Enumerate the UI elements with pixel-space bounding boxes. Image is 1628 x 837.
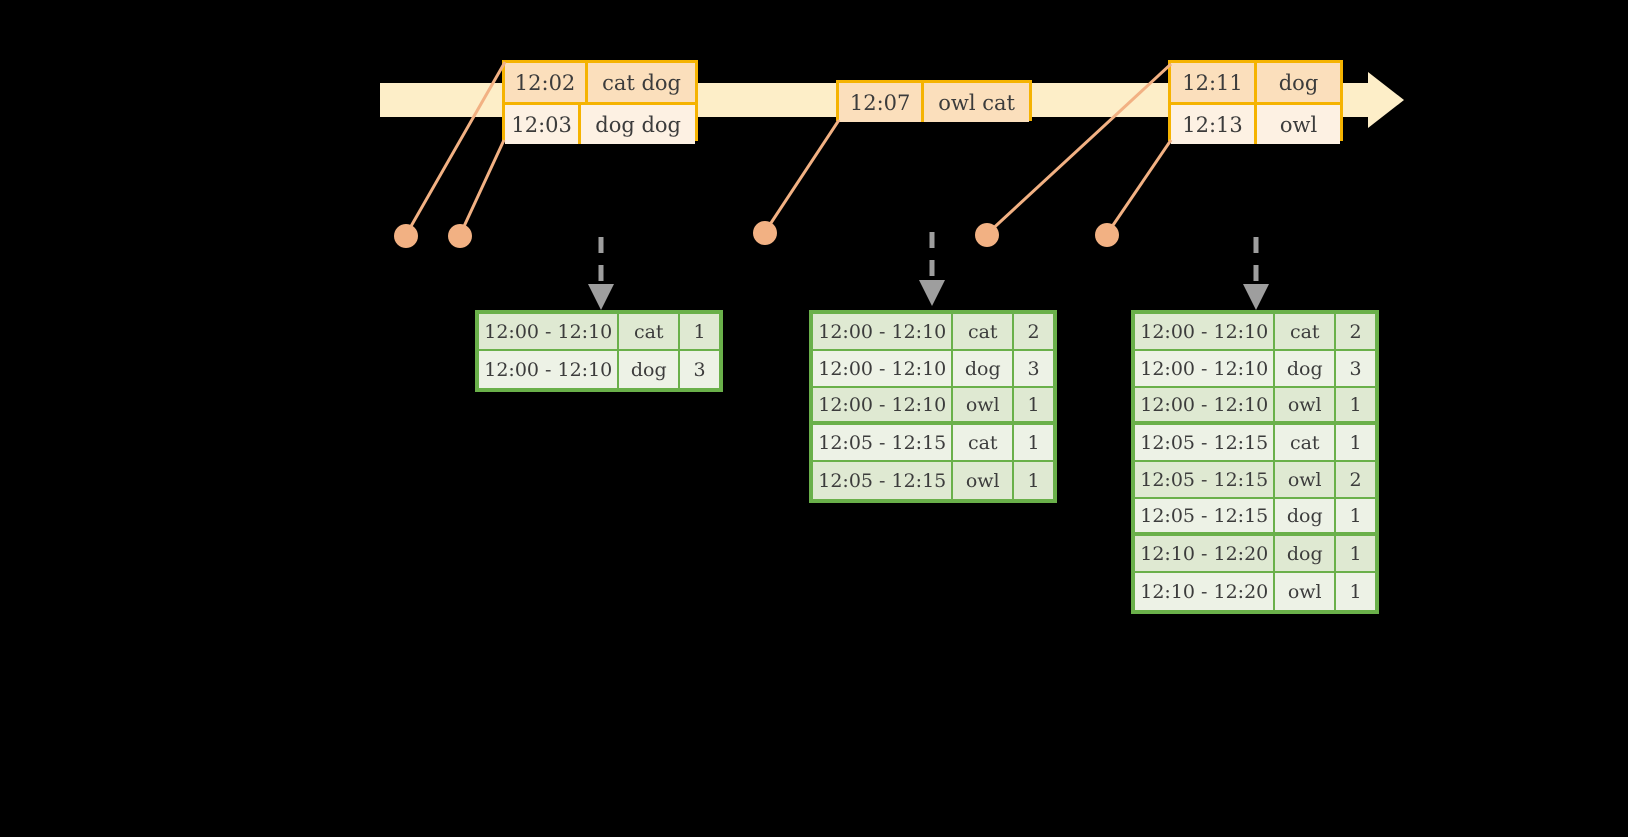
event-dot-12-11[interactable] (975, 223, 999, 247)
connector-line-3 (763, 119, 841, 233)
event-time: 12:11 (1171, 63, 1257, 102)
cell-count: 2 (1349, 320, 1362, 343)
cell-window: 12:05 - 12:15 (1135, 462, 1276, 497)
cell-word: owl (1275, 573, 1336, 610)
cell-word: dog (1275, 351, 1336, 386)
cell-word: dog (1275, 536, 1336, 571)
connector-line-2 (458, 139, 506, 236)
cell-word: dog (953, 351, 1014, 386)
dashed-arrow-head-1 (588, 284, 614, 310)
event-payload: dog dog (595, 112, 681, 137)
cell-count: 3 (1027, 357, 1040, 380)
cell-window: 12:05 - 12:15 (1135, 425, 1276, 460)
event-time: 12:07 (839, 83, 925, 122)
dashed-arrow-head-3 (1243, 284, 1269, 310)
cell-count: 1 (1027, 431, 1040, 454)
cell-count: 1 (693, 320, 706, 343)
event-row: 12:13 owl (1171, 102, 1340, 144)
event-row: 12:03 dog dog (505, 102, 695, 144)
cell-window: 12:10 - 12:20 (1135, 536, 1276, 571)
event-row: 12:11 dog (1171, 63, 1340, 102)
cell-window: 12:00 - 12:10 (813, 314, 954, 349)
cell-count: 1 (1349, 542, 1362, 565)
cell-word: cat (1275, 425, 1336, 460)
cell-count: 1 (1349, 431, 1362, 454)
event-box-2[interactable]: 12:07 owl cat (836, 80, 1032, 122)
cell-window: 12:00 - 12:10 (1135, 388, 1276, 421)
cell-window: 12:05 - 12:15 (1135, 499, 1276, 532)
cell-count: 3 (693, 358, 706, 381)
timeline-arrowhead (1368, 72, 1404, 128)
event-dot-12-03[interactable] (448, 224, 472, 248)
event-row: 12:02 cat dog (505, 63, 695, 102)
event-dot-12-07[interactable] (753, 221, 777, 245)
cell-count: 2 (1349, 468, 1362, 491)
cell-count: 1 (1027, 393, 1040, 416)
cell-word: owl (953, 388, 1014, 421)
event-payload: owl cat (938, 90, 1015, 115)
cell-window: 12:00 - 12:10 (1135, 351, 1276, 386)
event-payload: dog (1278, 70, 1319, 95)
cell-word: dog (1275, 499, 1336, 532)
cell-count: 1 (1349, 393, 1362, 416)
cell-word: cat (619, 314, 680, 349)
cell-count: 1 (1349, 580, 1362, 603)
cell-word: cat (1275, 314, 1336, 349)
cell-window: 12:00 - 12:10 (813, 351, 954, 386)
cell-window: 12:10 - 12:20 (1135, 573, 1276, 610)
cell-window: 12:00 - 12:10 (479, 314, 620, 349)
cell-window: 12:05 - 12:15 (813, 462, 954, 499)
cell-count: 2 (1027, 320, 1040, 343)
cell-word: cat (953, 314, 1014, 349)
event-box-1[interactable]: 12:02 cat dog 12:03 dog dog (502, 60, 698, 144)
event-time: 12:13 (1171, 105, 1257, 144)
dashed-arrow-head-2 (919, 280, 945, 306)
event-row: 12:07 owl cat (839, 83, 1029, 122)
event-payload: owl (1279, 112, 1318, 137)
event-payload: cat dog (602, 70, 681, 95)
cell-word: cat (953, 425, 1014, 460)
cell-window: 12:00 - 12:10 (1135, 314, 1276, 349)
cell-word: dog (619, 351, 680, 388)
connector-line-5 (1105, 139, 1173, 235)
event-dot-12-02[interactable] (394, 224, 418, 248)
cell-word: owl (953, 462, 1014, 499)
event-dot-12-13[interactable] (1095, 223, 1119, 247)
cell-window: 12:00 - 12:10 (479, 351, 620, 388)
event-time: 12:02 (505, 63, 589, 102)
cell-window: 12:05 - 12:15 (813, 425, 954, 460)
event-time: 12:03 (505, 105, 582, 144)
cell-word: owl (1275, 462, 1336, 497)
cell-count: 1 (1027, 469, 1040, 492)
cell-count: 1 (1349, 504, 1362, 527)
cell-count: 3 (1349, 357, 1362, 380)
event-box-3[interactable]: 12:11 dog 12:13 owl (1168, 60, 1343, 144)
cell-word: owl (1275, 388, 1336, 421)
cell-window: 12:00 - 12:10 (813, 388, 954, 421)
